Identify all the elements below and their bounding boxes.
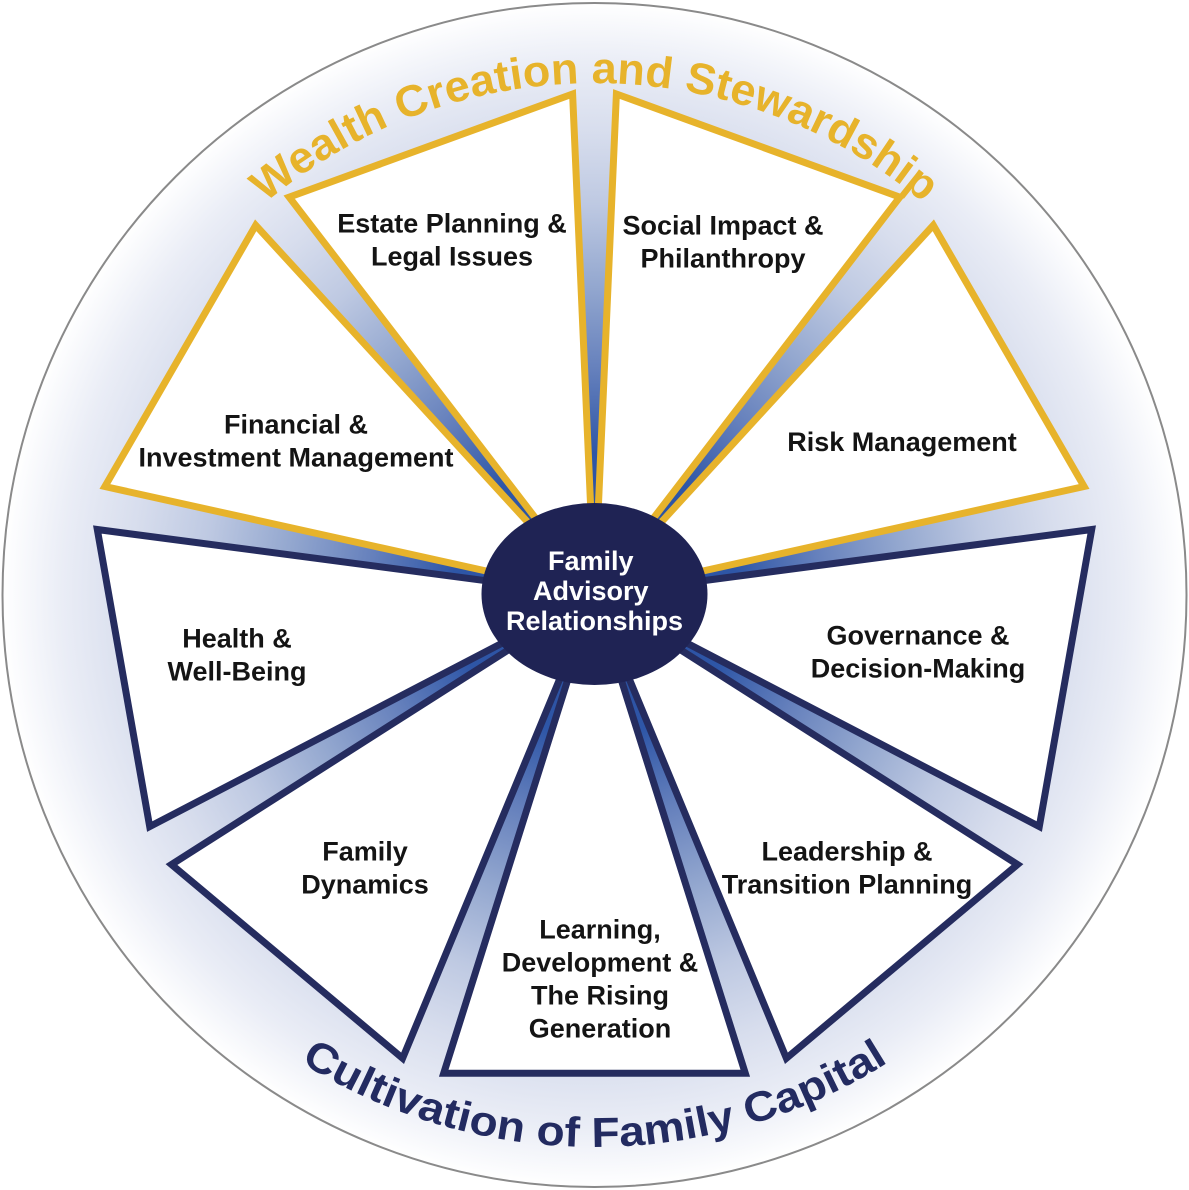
wedge-label-risk-management: Risk Management [787,427,1017,457]
center-hub-ellipse [481,503,708,685]
wedge-social-impact-philanthropy [590,89,906,606]
center-hub-line-2: Advisory [533,576,649,606]
wedge-label-line: Development & [502,948,699,978]
wedge-learning-development-rising-generation [438,583,751,1077]
center-hub-line-3: Relationships [506,606,683,636]
wedge-label-line: Legal Issues [371,242,533,272]
wedge-label-line: Governance & [826,621,1009,651]
wedge-label-line: Dynamics [301,870,429,900]
wedge-label-leadership-transition-planning: Leadership &Transition Planning [722,837,973,900]
wedge-label-line: Generation [529,1014,672,1044]
wedge-label-line: Decision-Making [811,654,1026,684]
wedge-label-health-well-being: Health &Well-Being [167,624,306,687]
wedge-label-line: Well-Being [167,657,306,687]
wedge-label-line: Transition Planning [722,870,973,900]
wedge-label-line: Investment Management [138,443,453,473]
center-hub-label: Family Advisory Relationships [506,546,683,636]
wedge-estate-planning-legal-issues [283,89,599,606]
wedge-label-social-impact-philanthropy: Social Impact &Philanthropy [622,211,823,274]
wedge-label-line: Estate Planning & [337,209,567,239]
wedge-label-line: Health & [182,624,292,654]
wedge-health-well-being [93,525,606,832]
wedge-family-dynamics [165,586,602,1065]
wedge-label-line: Social Impact & [622,211,823,241]
wedge-label-line: Learning, [539,915,661,945]
wedge-governance-decision-making [583,525,1096,832]
wedge-label-line: Risk Management [787,427,1017,457]
center-hub-line-1: Family [548,546,634,576]
wedge-label-estate-planning-legal-issues: Estate Planning &Legal Issues [337,209,567,272]
wedge-label-line: Leadership & [761,837,932,867]
wedge-group [93,89,1096,1077]
wedge-risk-management [584,219,1090,601]
wedge-financial-investment-management [99,219,605,601]
wedge-label-governance-decision-making: Governance &Decision-Making [811,621,1026,684]
wedge-label-line: Family [322,837,408,867]
wedge-label-line: Philanthropy [640,244,805,274]
wedge-label-line: The Rising [531,981,669,1011]
wedge-label-financial-investment-management: Financial &Investment Management [138,410,453,473]
wedge-label-line: Financial & [224,410,368,440]
wedge-leadership-transition-planning [587,586,1024,1065]
